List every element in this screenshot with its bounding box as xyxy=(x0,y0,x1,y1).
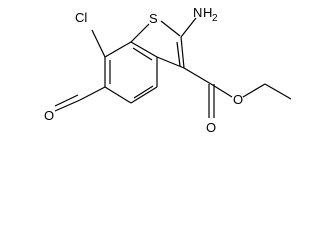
bond-c5-c4-inner xyxy=(133,85,154,99)
amino-h-count-label: 2 xyxy=(212,13,218,24)
bond-c6-c5 xyxy=(104,86,132,104)
amino-n-label: N xyxy=(193,5,202,20)
bond-c6-cho xyxy=(79,86,106,101)
bond-ch2-ch3 xyxy=(264,83,292,100)
bond-c3-c3a xyxy=(156,56,185,69)
bond-oester-ch2 xyxy=(242,83,266,98)
atom-labels: Cl S N H 2 O O O xyxy=(44,5,243,135)
bond-s-c2 xyxy=(160,20,181,37)
sulfur-label: S xyxy=(149,11,158,26)
chlorine-label: Cl xyxy=(75,10,87,25)
amino-h-label: H xyxy=(203,5,212,20)
bond-c2-c3 xyxy=(180,36,185,69)
chemical-structure-diagram: Cl S N H 2 O O O xyxy=(44,5,292,135)
bond-cho-o-inner xyxy=(54,94,79,107)
bond-c7a-s xyxy=(130,23,150,43)
bond-cho-o xyxy=(54,99,81,112)
bonds xyxy=(54,17,292,118)
bond-c7-cl xyxy=(91,29,106,58)
bond-c3a-c7a-inner xyxy=(132,47,153,61)
bond-c-oester xyxy=(210,83,233,98)
bond-c7a-c7 xyxy=(104,41,132,58)
bond-c3-ccarbonyl xyxy=(183,67,212,85)
bond-c3a-c7a xyxy=(130,41,158,58)
bond-c2-n xyxy=(180,17,197,38)
bond-c5-c4 xyxy=(130,86,158,104)
ester-o-label: O xyxy=(233,92,243,107)
carbonyl-o-label: O xyxy=(206,120,216,135)
bond-c2-c3-inner xyxy=(176,41,181,67)
aldehyde-o-label: O xyxy=(44,108,54,123)
